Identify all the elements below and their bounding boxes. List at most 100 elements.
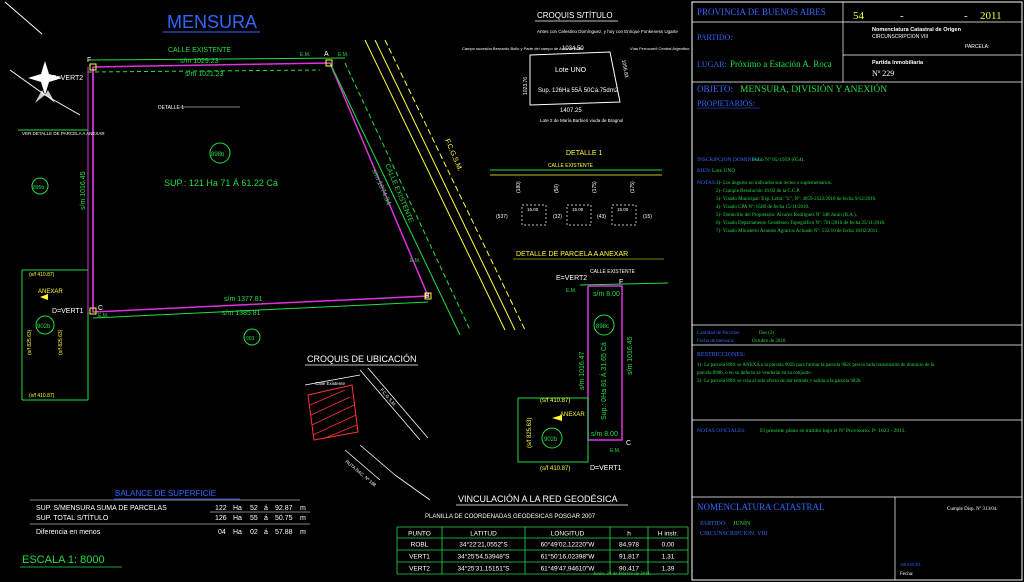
anexar-arrow-icon bbox=[40, 294, 48, 300]
balance-row-1-a-unit: á bbox=[264, 505, 268, 512]
croquis-dim-top: 1034.50 bbox=[562, 46, 584, 52]
parcel-895b-circle bbox=[31, 177, 49, 195]
ubicacion-title: CROQUIS DE UBICACIÓN bbox=[307, 354, 417, 364]
restricciones-list: 1)- La parcela 898c se ANEXA a la parcel… bbox=[697, 363, 935, 384]
detalle-1-lot-3 bbox=[611, 204, 637, 226]
dim-bottom-1: s/m 1377.81 bbox=[224, 296, 263, 303]
croquis-bottom-note: Lote 2 de María Barbieri viuda de Bragno… bbox=[540, 118, 623, 123]
balance-row-3-m-unit: m bbox=[300, 529, 306, 536]
table-cell: 61°49'47,94610"W bbox=[541, 565, 596, 573]
ubicacion-road-4 bbox=[394, 474, 431, 501]
croquis-titulo: CROQUIS S/TÍTULO Antes con Celestino Dom… bbox=[462, 11, 690, 123]
partido-2-label: PARTIDO: bbox=[700, 521, 727, 527]
partida-label: Partida Inmobiliaria bbox=[872, 60, 924, 66]
vertex-b-label: B bbox=[425, 293, 430, 300]
detalle-1-tag: DETALLE 1 bbox=[158, 105, 184, 111]
main-surface: SUP.: 121 Ha 71 Á 61.22 Cá bbox=[164, 178, 278, 188]
plan-title: MENSURA bbox=[167, 12, 257, 32]
detalle-vertex-f: F bbox=[619, 279, 623, 286]
table-cell: 34°22'21,0552"S bbox=[459, 541, 508, 549]
detalle-left-3: (s/f 410.87) bbox=[540, 466, 570, 472]
bottom-boundary-line bbox=[92, 301, 429, 319]
detalle-dim-bottom: s/m 8.00 bbox=[591, 431, 618, 438]
arancel: ARANCEL bbox=[900, 562, 922, 567]
detail-902b-label: 902b bbox=[544, 437, 558, 443]
table-header: h bbox=[627, 531, 631, 538]
ubicacion-hatch bbox=[309, 389, 358, 439]
ubicacion-road-1 bbox=[304, 374, 361, 386]
dim-bottom-2: s/m 1385.81 bbox=[222, 310, 261, 317]
croquis-lote: Lote UNO bbox=[555, 67, 587, 74]
balance-row-1-a: 52 bbox=[250, 505, 258, 512]
balance-row-2-m-unit: m bbox=[300, 515, 306, 522]
balance-row-1-ha: 122 bbox=[215, 505, 227, 512]
cantidad-label: Cantidad de Parcelas: bbox=[697, 331, 740, 336]
balance-row-2-a: 55 bbox=[250, 515, 258, 522]
north-arrow-icon bbox=[9, 61, 81, 116]
balance-row-2-a-unit: á bbox=[264, 515, 268, 522]
nota-item: 3)- Visado Municipal: Exp. Letra: "L", N… bbox=[716, 196, 876, 202]
left-dim-2: (s/f 825.63) bbox=[27, 329, 33, 355]
table-header: LATITUD bbox=[470, 531, 497, 538]
dim-top-1: s/m 1029.23 bbox=[180, 58, 219, 65]
street-top-line bbox=[87, 57, 346, 61]
balance-row-3-ha-unit: Ha bbox=[233, 529, 242, 536]
vertex-c-label: C bbox=[98, 305, 103, 312]
parcela-label: PARCELA: bbox=[965, 44, 989, 50]
ubicacion-road-2 bbox=[344, 449, 381, 481]
objeto-label: OBJETO: bbox=[697, 84, 733, 94]
detalle-1-label-2: (32) bbox=[553, 214, 562, 220]
detalle-anexar: DETALLE DE PARCELA A ANEXAR CALLE EXISTE… bbox=[513, 251, 669, 472]
bien-label: BIEN: bbox=[697, 168, 712, 174]
detalle-1-lot-1 bbox=[521, 204, 547, 226]
vertex-f-label: F bbox=[87, 57, 91, 64]
balance-title: BALANCE DE SUPERFICIE bbox=[115, 489, 216, 498]
detalle-anexar-label: ANEXAR bbox=[560, 412, 585, 418]
croquis-left-note: Campo sucesión Bernardo Bollo y Parte de… bbox=[462, 46, 584, 51]
partido-2: JUNÍN bbox=[733, 519, 751, 527]
propietarios-label: PROPIETARIOS: bbox=[697, 99, 755, 108]
detalle-vertex-e: E=VERT2 bbox=[556, 275, 587, 282]
parcel-902b-detail-boundary bbox=[517, 397, 589, 463]
croquis-dim-left: 1023.76 bbox=[523, 77, 529, 95]
num-year: 2011 bbox=[980, 10, 1002, 22]
vertex-f-marker bbox=[89, 63, 97, 71]
restriccion-item: parcela 898b, o en su defecto se venderá… bbox=[697, 371, 812, 376]
corner-mark bbox=[4, 1, 43, 35]
vertex-b-marker bbox=[424, 292, 432, 300]
nota-item: 1)- Los ángulos no indicados son rectos … bbox=[716, 181, 832, 186]
inscripcion-label: INSCRIPCION DOMINIAL: bbox=[697, 157, 763, 163]
balance-superficie: BALANCE DE SUPERFICIE SUP. S/MENSURA SUM… bbox=[20, 489, 310, 568]
em-top: E.M. bbox=[300, 52, 310, 58]
right-panel: PROVINCIA DE BUENOS AIRES 54 - - 2011 No… bbox=[691, 1, 1023, 581]
balance-row-3-label: Diferencia en menos bbox=[36, 529, 101, 536]
detalle-1-street: CALLE EXISTENTE bbox=[548, 163, 594, 169]
em-right: E.M. bbox=[410, 258, 420, 264]
right-street-line-2 bbox=[344, 62, 471, 331]
table-cell: 90,417 bbox=[619, 566, 639, 573]
detalle-1: DETALLE 1 CALLE EXISTENTE (537) (32) (43… bbox=[490, 150, 662, 226]
detail-902b-circle bbox=[541, 427, 563, 449]
partida: Nº 229 bbox=[872, 69, 894, 78]
parcel-898b-circle bbox=[209, 142, 231, 164]
cantidad: Dos (2) bbox=[759, 331, 774, 336]
ubicacion-rail-1 bbox=[359, 369, 421, 441]
table-cell: 91,817 bbox=[619, 554, 639, 561]
croquis-top-note: Antes con Celestino Domínguez, y hoy con… bbox=[537, 29, 678, 34]
table-cell: 60°49'02,12220"W bbox=[541, 541, 596, 549]
nota-item: 2)- Cumple Resolución 16/92 de la C.C.P. bbox=[716, 189, 800, 194]
detalle-1-label-4: (15) bbox=[643, 214, 652, 220]
table-header: H instr. bbox=[658, 531, 678, 538]
dim-top-2: s/m 1021.23 bbox=[185, 71, 224, 78]
circ-2: CIRCUNSCRIPCION: VIII bbox=[700, 531, 767, 537]
detalle-left-2: (s/f 825.63) bbox=[527, 418, 533, 448]
see-detail-note: VER DETALLE DE PARCELA A ANEXAR bbox=[22, 131, 105, 136]
detalle-anexar-street: CALLE EXISTENTE bbox=[590, 269, 636, 275]
notas-oficiales: El presente plano se tramitó bajo el Nº … bbox=[760, 428, 906, 434]
detalle-anexar-arrow-icon bbox=[552, 415, 562, 421]
detalle-1-val-4: (175) bbox=[630, 181, 636, 193]
detalle-1-title: DETALLE 1 bbox=[566, 150, 603, 157]
inscripcion: Folio Nº 95/1959 (054). bbox=[752, 156, 805, 163]
